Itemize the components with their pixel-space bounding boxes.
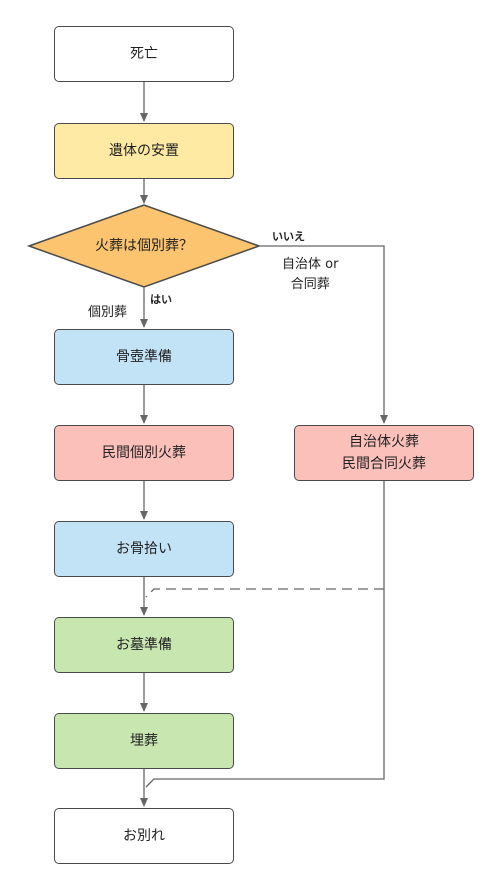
node-death: 死亡 [54,26,234,82]
node-public-cremation: 自治体火葬 民間合同火葬 [294,425,474,481]
decision-label: 火葬は個別葬？ [95,238,193,254]
dashed-public-to-grave [145,588,384,598]
edge-label-yes: はい [150,293,172,306]
edge-label-alternative-line1: 自治体 or [282,257,339,272]
arrow-decision-no-to-public [259,245,388,424]
node-burial: 埋葬 [54,713,234,769]
node-urn-prep: 骨壺準備 [54,329,234,385]
node-private-cremation-label: 民間個別火葬 [102,445,186,461]
edge-label-no: いいえ [272,230,305,243]
node-bone-picking-label: お骨拾い [116,541,172,557]
edge-label-alternative-line2: 合同葬 [290,277,330,292]
node-body-rest-label: 遺体の安置 [109,143,179,159]
node-body-rest: 遺体の安置 [54,123,234,179]
node-private-cremation: 民間個別火葬 [54,425,234,481]
edge-label-alternative: 自治体 or 合同葬 [282,255,338,295]
node-grave-prep: お墓準備 [54,617,234,673]
node-farewell: お別れ [54,808,234,864]
edge-label-individual: 個別葬 [88,305,128,320]
node-death-label: 死亡 [130,46,158,62]
node-public-cremation-line2: 民間合同火葬 [342,456,426,472]
node-farewell-label: お別れ [123,828,165,844]
node-public-cremation-line1: 自治体火葬 [349,434,419,450]
node-burial-label: 埋葬 [130,733,158,749]
node-urn-prep-label: 骨壺準備 [116,349,172,365]
connector-public-to-farewell [145,481,385,788]
node-grave-prep-label: お墓準備 [116,637,172,653]
node-bone-picking: お骨拾い [54,521,234,577]
